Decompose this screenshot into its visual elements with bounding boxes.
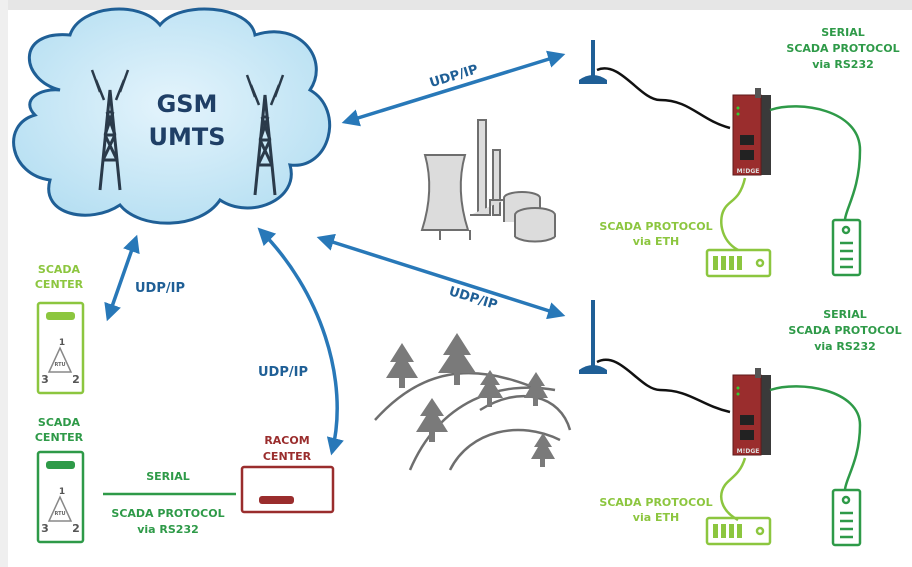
eth-label-top-2: via ETH [633, 235, 679, 248]
gsm-cloud: GSM UMTS [12, 7, 332, 225]
link-mid-right [316, 233, 566, 320]
antenna-cable-top [596, 67, 731, 130]
eth-cable-top [720, 177, 747, 252]
eth-label-bottom-2: via ETH [633, 511, 679, 524]
racom-server-icon [240, 465, 335, 514]
racom-label-2: CENTER [263, 450, 312, 463]
serial-link-label-2: via RS232 [137, 523, 199, 536]
link-top-right [341, 50, 566, 127]
forest-icon [374, 333, 572, 471]
antenna-top-icon [579, 40, 607, 84]
rtu-eth-bottom-icon [705, 516, 772, 546]
site-top: M!DGE SCADA PROTOCOL via ETH SERIAL SCAD… [579, 26, 900, 278]
cloud-shape [12, 7, 332, 225]
serial-label-top-1: SERIAL [821, 26, 865, 39]
scada-server-1-icon: 1 RTU 3 2 [36, 301, 85, 395]
midge-router-top-icon: M!DGE [732, 88, 771, 176]
racom-label-1: RACOM [264, 434, 309, 447]
top-shadow-band [0, 0, 912, 10]
rtu-num-2: 2 [72, 373, 80, 386]
rtu-num-1: 1 [59, 338, 65, 348]
link-racom [257, 227, 344, 456]
serial-link-label-1: SCADA PROTOCOL [111, 507, 224, 520]
rtu-text: RTU [54, 511, 65, 517]
eth-label-bottom-1: SCADA PROTOCOL [599, 496, 712, 509]
rtu-eth-top-icon [705, 248, 772, 278]
udp-label-racom: UDP/IP [258, 365, 308, 380]
serial-label-top-2: SCADA PROTOCOL [786, 42, 899, 55]
scada-center-2: SCADA CENTER 1 RTU 3 2 [35, 416, 85, 544]
scada-server-2-icon: 1 RTU 3 2 [36, 450, 85, 544]
eth-label-top-1: SCADA PROTOCOL [599, 220, 712, 233]
scada-center-2-label-1: SCADA [38, 416, 81, 429]
serial-label-bottom-2: SCADA PROTOCOL [788, 324, 901, 337]
serial-cable-top [769, 105, 862, 221]
cloud-label-gsm: GSM [157, 90, 218, 118]
eth-cable-bottom [720, 457, 747, 522]
rtu-serial-bottom-icon [831, 488, 862, 547]
left-shadow-band [0, 0, 8, 567]
gsm-tower-left-icon [90, 69, 130, 191]
serial-label-bottom-3: via RS232 [814, 340, 876, 353]
rtu-num-1: 1 [59, 487, 65, 497]
scada-center-2-label-2: CENTER [35, 431, 84, 444]
midge-router-bottom-icon: M!DGE [732, 368, 771, 456]
antenna-cable-bottom [596, 358, 731, 414]
racom-center: RACOM CENTER [240, 434, 335, 514]
rtu-num-2: 2 [72, 522, 80, 535]
serial-link-label-top: SERIAL [146, 470, 190, 483]
serial-label-bottom-1: SERIAL [823, 308, 867, 321]
cloud-label-umts: UMTS [148, 123, 225, 151]
rtu-serial-top-icon [831, 218, 862, 277]
scada-center-1: SCADA CENTER 1 RTU 3 2 [35, 263, 85, 395]
gsm-tower-right-icon [245, 74, 285, 196]
rtu-text: RTU [54, 362, 65, 368]
udp-links [104, 50, 566, 456]
router-brand-top: M!DGE [737, 168, 760, 175]
link-scada-center [104, 234, 140, 322]
serial-cable-bottom [769, 385, 862, 491]
rtu-num-3: 3 [41, 522, 49, 535]
router-brand-bottom: M!DGE [737, 448, 760, 455]
serial-label-top-3: via RS232 [812, 58, 874, 71]
site-bottom: M!DGE SCADA PROTOCOL via ETH SERIAL SCAD… [579, 300, 902, 547]
rtu-num-3: 3 [41, 373, 49, 386]
udp-label-scada: UDP/IP [135, 281, 185, 296]
scada-center-1-label-2: CENTER [35, 278, 84, 291]
scada-center-1-label-1: SCADA [38, 263, 81, 276]
power-plant-icon [420, 119, 556, 243]
antenna-bottom-icon [579, 300, 607, 374]
serial-link: SERIAL SCADA PROTOCOL via RS232 [103, 470, 236, 536]
